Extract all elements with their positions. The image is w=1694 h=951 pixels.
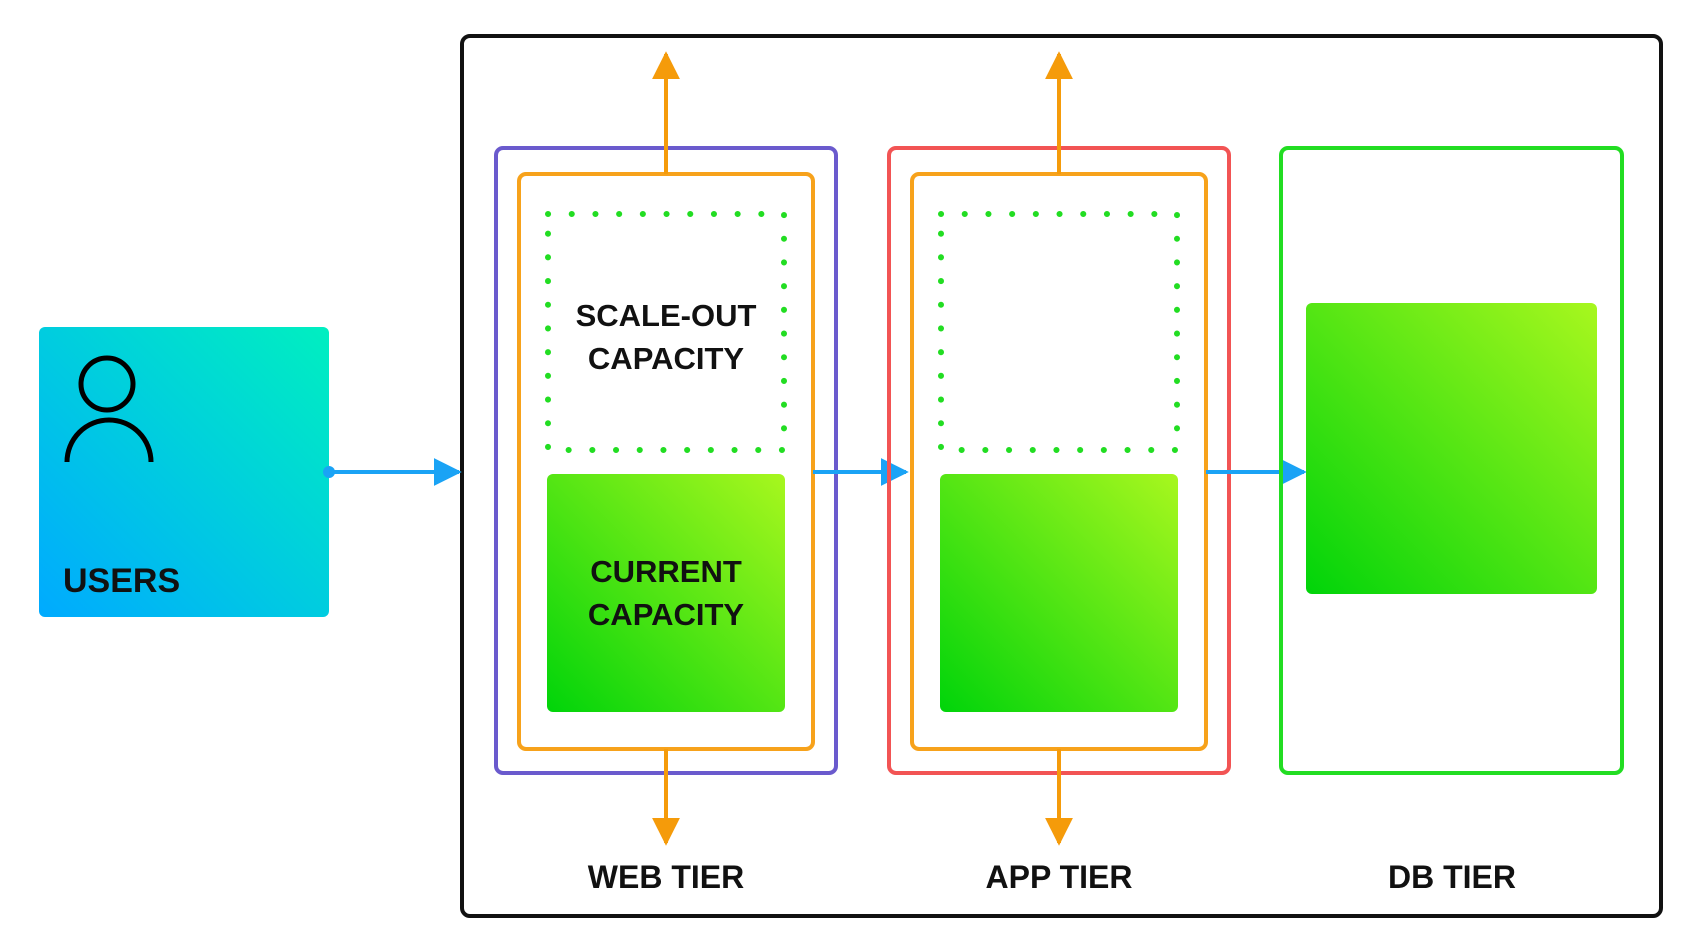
web-scale-out-label-line2: CAPACITY bbox=[588, 341, 744, 376]
app-scale-out-capacity bbox=[938, 211, 1180, 453]
db-tier-border bbox=[1279, 146, 1624, 775]
architecture-container bbox=[460, 34, 1663, 918]
web-current-capacity bbox=[547, 474, 785, 712]
db-tier: DB TIER bbox=[1279, 146, 1624, 895]
web-current-label-line1: CURRENT bbox=[590, 554, 742, 589]
web-scale-out-capacity bbox=[545, 211, 787, 453]
app-tier-label: APP TIER bbox=[986, 859, 1133, 895]
web-tier: SCALE-OUT CAPACITY CURRENT CAPACITY WEB … bbox=[494, 51, 838, 895]
app-current-capacity bbox=[940, 474, 1178, 712]
db-tier-label: DB TIER bbox=[1388, 859, 1516, 895]
users-label: USERS bbox=[63, 562, 180, 600]
user-icon bbox=[64, 355, 154, 463]
web-tier-label: WEB TIER bbox=[588, 859, 744, 895]
db-capacity bbox=[1306, 303, 1597, 594]
app-tier: APP TIER bbox=[887, 51, 1231, 895]
users-node: USERS bbox=[39, 327, 329, 617]
users-box bbox=[39, 327, 329, 617]
web-current-label-line2: CAPACITY bbox=[588, 597, 744, 632]
web-scale-out-label-line1: SCALE-OUT bbox=[576, 298, 757, 333]
